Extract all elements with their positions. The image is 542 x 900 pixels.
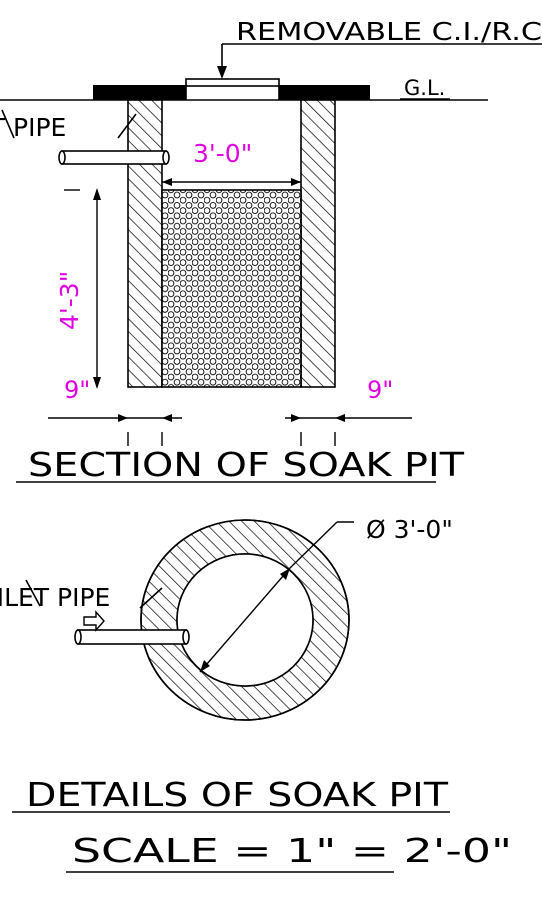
scale-note: SCALE = 1" = 2'-0" [72,831,512,870]
details-title: DETAILS OF SOAK PIT [26,775,449,814]
plan-view: Ø 3'-0" INLET PIPE [0,515,453,721]
depth-dimension: 4'-3" [55,271,84,330]
left-wall [127,99,163,388]
inlet-pipe-section [58,150,170,165]
width-dimension: 3'-0" [193,139,252,168]
section-title: SECTION OF SOAK PIT [28,445,465,484]
filter-media [161,189,302,388]
cover-note: REMOVABLE C.I./R.C [236,17,542,46]
cover-leader [217,43,542,79]
right-wall-dimension: 9" [367,376,393,404]
top-slab [93,78,370,100]
ground-label: G.L. [404,76,445,100]
diameter-dimension: Ø 3'-0" [366,515,453,544]
left-wall-dimension: 9" [64,376,90,404]
drawing-footer: DETAILS OF SOAK PIT SCALE = 1" = 2'-0" [12,775,512,873]
depth-dimension-line [64,188,101,389]
right-wall [300,99,336,388]
flow-arrow-icon [83,610,105,632]
diameter-dimension-line [199,521,354,673]
wall-dimension-lines [48,414,412,446]
plan-inlet-label: INLET PIPE [0,583,110,612]
inlet-pipe-plan [74,629,190,645]
section-view: REMOVABLE C.I./R.C G.L. INLET PIPE [0,17,542,484]
section-inlet-label: INLET PIPE [0,113,66,142]
